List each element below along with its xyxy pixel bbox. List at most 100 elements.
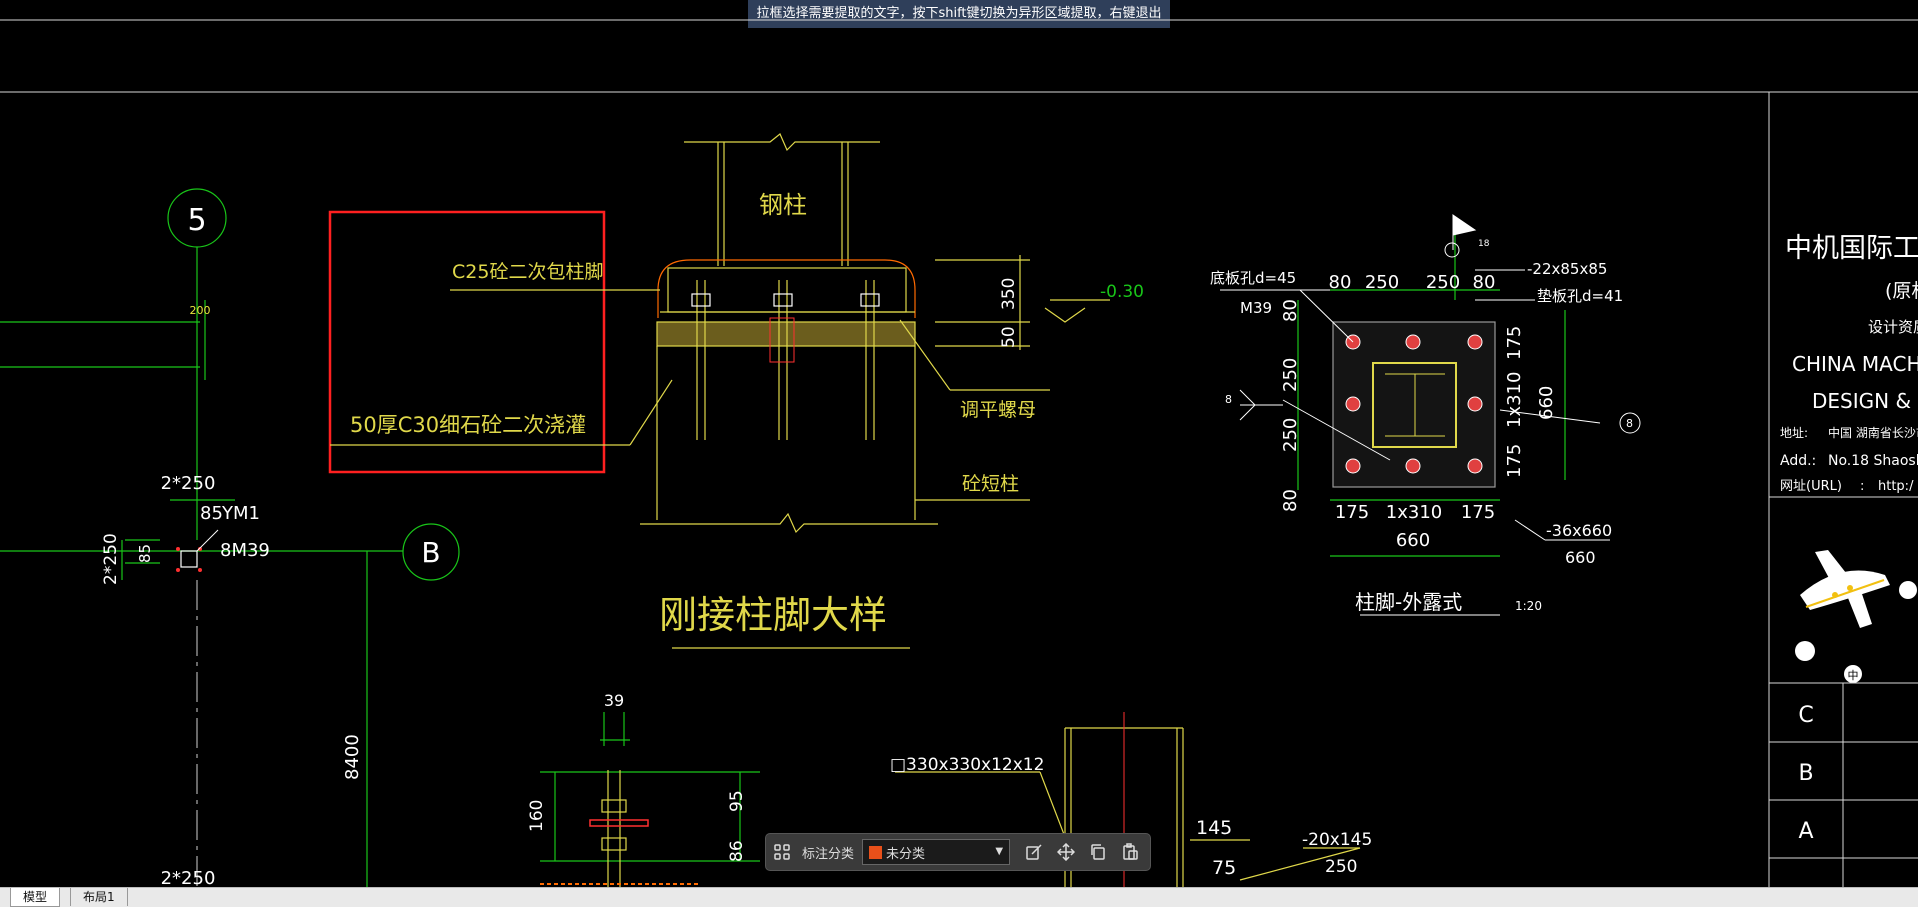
rigid-base-detail <box>330 133 1110 649</box>
plate-20x145: -20x145 <box>1302 830 1372 850</box>
dim-2x250-bottom: 2*250 <box>161 868 216 889</box>
section-mark-8-right: 8 <box>1626 417 1633 430</box>
dim-bottom-175a: 175 <box>1335 502 1369 523</box>
note-base-hole: 底板孔d=45 <box>1210 269 1296 287</box>
axis-bubble-b <box>402 523 460 581</box>
titleblock-company-en-1: CHINA MACHIN <box>1792 352 1918 376</box>
dim-2x250: 2*250 <box>161 473 216 494</box>
layout-tabs-bar: 模型 布局1 <box>0 887 1918 907</box>
note-c25: C25砼二次包柱脚 <box>452 261 603 283</box>
dim-95: 95 <box>727 790 747 812</box>
elevation-label: -0.30 <box>1100 282 1144 302</box>
annotation-toolbar: 标注分类 未分类 ▼ <box>766 834 1150 870</box>
note-pad-hole: 垫板孔d=41 <box>1537 287 1623 305</box>
note-grout: 50厚C30细石砼二次浇灌 <box>350 413 586 437</box>
bolt-holes <box>1345 334 1483 474</box>
titleblock-company-cn: 中机国际工程设计研 <box>1785 233 1918 264</box>
dim-top-80b: 80 <box>1473 272 1496 293</box>
dim-250-bottom: 250 <box>1325 857 1357 877</box>
dim-660-c: 660 <box>1565 548 1596 567</box>
dim-bottom-1x310: 1x310 <box>1386 502 1442 523</box>
dim-200: 200 <box>190 304 211 317</box>
zhong-badge-icon <box>1844 665 1862 683</box>
dim-bottom-660: 660 <box>1396 530 1430 551</box>
dim-left-80b: 80 <box>1280 489 1301 512</box>
dim-350: 350 <box>999 278 1019 310</box>
dim-145: 145 <box>1196 817 1232 839</box>
category-color-swatch <box>869 845 883 859</box>
label-ym1: YM1 <box>221 503 260 524</box>
axis-label-b: B <box>421 536 440 569</box>
titleblock-addr-en-label: Add.: <box>1780 453 1816 469</box>
selection-rectangle[interactable] <box>328 210 606 474</box>
move-icon[interactable] <box>1054 840 1078 864</box>
scale-label: 1:20 <box>1515 599 1542 613</box>
dim-top-250a: 250 <box>1365 272 1399 293</box>
logo-badge-icon <box>1899 581 1917 599</box>
revision-row-c: C <box>1798 703 1813 728</box>
titleblock-former-name: (原机械 <box>1885 280 1918 302</box>
annotation-category-label: 标注分类 <box>802 846 855 862</box>
titleblock-addr-cn: 中国 湖南省长沙市韶山 <box>1828 425 1918 440</box>
category-select-value: 未分类 <box>886 846 926 862</box>
dim-right-1x310: 1x310 <box>1504 372 1525 428</box>
tab-model[interactable]: 模型 <box>10 888 61 907</box>
titleblock-url-label: 网址(URL) <box>1780 479 1842 494</box>
dim-right-660: 660 <box>1536 386 1557 420</box>
grid-apps-icon[interactable] <box>770 840 794 864</box>
dim-85: 85 <box>200 503 223 524</box>
dim-left-250b: 250 <box>1280 418 1301 452</box>
dim-39: 39 <box>604 691 624 710</box>
detail-title-exposed-base: 柱脚-外露式 <box>1355 590 1462 614</box>
dim-right-175b: 175 <box>1504 444 1525 478</box>
note-m39: M39 <box>1240 299 1272 317</box>
titleblock-addr-en: No.18 Shaosh <box>1828 453 1918 469</box>
edit-icon[interactable] <box>1022 840 1046 864</box>
dim-2x250-vertical: 2*250 <box>101 533 121 585</box>
dim-left-80a: 80 <box>1280 299 1301 322</box>
column-outline <box>1372 362 1457 448</box>
label-8m39: 8M39 <box>220 540 270 561</box>
note-leveling-nut: 调平螺母 <box>960 399 1036 421</box>
dim-75: 75 <box>1212 857 1236 879</box>
base-plate-plan <box>1297 234 1566 557</box>
anchor-bolt-drawing <box>601 770 627 890</box>
annotation-category-select[interactable]: 未分类 ▼ <box>862 839 1011 865</box>
titleblock-addr-cn-label: 地址: <box>1780 426 1808 440</box>
titleblock-url: http:/ <box>1878 479 1914 494</box>
red-plate-mark <box>769 317 795 363</box>
paste-icon[interactable] <box>1118 840 1142 864</box>
zhong-badge-text: 中 <box>1848 669 1859 682</box>
heart-badge-icon <box>1795 641 1815 661</box>
section-mark-8-left: 8 <box>1225 393 1232 406</box>
copy-icon[interactable] <box>1086 840 1110 864</box>
anchor-ym1-symbol <box>176 529 219 572</box>
dim-85-vertical: 85 <box>136 544 154 563</box>
airplane-logo-icon <box>1800 550 1890 628</box>
revision-row-b: B <box>1798 761 1813 786</box>
dim-left-250a: 250 <box>1280 358 1301 392</box>
dim-right-175a: 175 <box>1504 326 1525 360</box>
prompt-hint-bar: 拉框选择需要提取的文字，按下shift键切换为异形区域提取，右键退出 <box>748 0 1170 28</box>
revision-table <box>1769 682 1918 890</box>
tab-layout1[interactable]: 布局1 <box>70 888 128 906</box>
dim-top-80a: 80 <box>1329 272 1352 293</box>
titleblock-company-en-2: DESIGN & R <box>1812 389 1918 413</box>
dim-bottom-175b: 175 <box>1461 502 1495 523</box>
detail-title-rigid-base: 刚接柱脚大样 <box>659 593 887 637</box>
dim-8400: 8400 <box>342 734 363 780</box>
flag-number-18: 18 <box>1478 239 1490 249</box>
note-stiffener: -22x85x85 <box>1527 260 1607 278</box>
label-steel-column: 钢柱 <box>759 191 807 219</box>
note-plate-36: -36x660 <box>1546 521 1612 540</box>
dim-86: 86 <box>727 840 747 862</box>
anchor-detail-bottom <box>540 712 760 862</box>
dim-160: 160 <box>527 800 547 832</box>
titleblock-qualification: 设计资质等级 <box>1868 318 1918 336</box>
revision-row-a: A <box>1798 819 1813 844</box>
chevron-down-icon: ▼ <box>995 846 1004 857</box>
axis-label-5: 5 <box>187 203 206 238</box>
dim-top-250b: 250 <box>1426 272 1460 293</box>
dim-50: 50 <box>999 326 1019 348</box>
